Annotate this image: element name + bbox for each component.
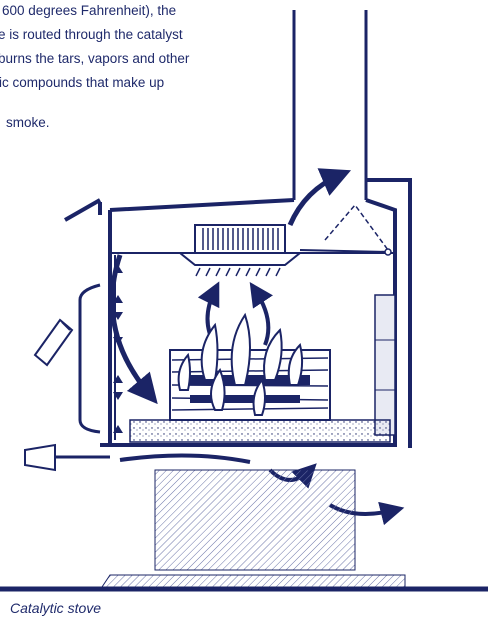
air-wash-arrow-icon — [112, 255, 150, 395]
figure-caption: Catalytic stove — [10, 600, 101, 616]
exhaust-arrow-icon — [290, 175, 340, 225]
stove-pedestal — [155, 470, 355, 570]
air-intake-icon — [25, 445, 110, 470]
door-handle-icon — [35, 320, 72, 365]
chimney — [294, 10, 366, 200]
ash-bed — [130, 420, 390, 442]
catalytic-combustor — [180, 225, 300, 276]
burning-logs — [170, 315, 330, 420]
firebrick-wall — [375, 295, 395, 435]
bypass-damper — [300, 205, 391, 255]
